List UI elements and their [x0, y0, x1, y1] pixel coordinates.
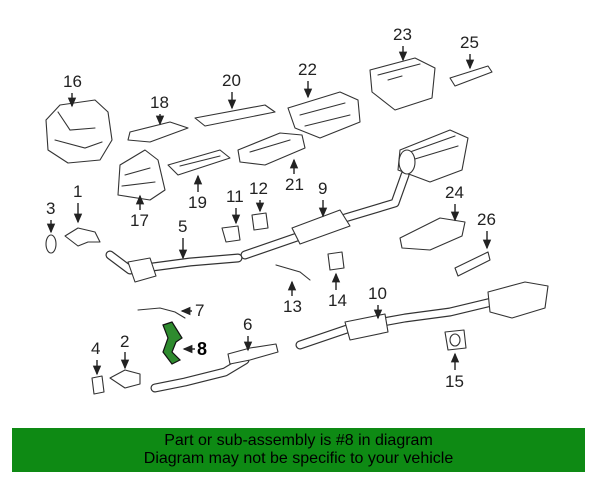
callout-23: 23: [393, 25, 412, 44]
callout-9: 9: [318, 179, 327, 198]
callout-7: 7: [195, 301, 204, 320]
part-16-heat-shield[interactable]: [45, 99, 113, 164]
callout-18: 18: [150, 93, 169, 112]
callout-6: 6: [243, 315, 252, 334]
callout-8-highlighted: 8: [197, 339, 207, 359]
part-15-exhaust-tip[interactable]: [444, 329, 467, 351]
exhaust-parts-diagram: 1 2 3 4 5 6 7 8 9 10 11 12 13 14 15 16 1: [45, 25, 549, 395]
callout-11: 11: [226, 187, 244, 206]
callout-3: 3: [46, 199, 55, 218]
callout-13: 13: [283, 297, 302, 316]
part-1-flex-connector[interactable]: [64, 227, 101, 247]
part-21-heat-shield[interactable]: [237, 132, 306, 166]
part-info-banner: Part or sub-assembly is #8 in diagram Di…: [12, 428, 585, 472]
callout-15: 15: [445, 372, 464, 391]
part-23-heat-shield[interactable]: [369, 57, 436, 111]
part-10-rear-exhaust[interactable]: [295, 281, 549, 350]
part-6-intermediate-pipe[interactable]: [150, 343, 279, 393]
callout-16: 16: [63, 72, 82, 91]
callout-19: 19: [188, 193, 207, 212]
callout-10: 10: [368, 284, 387, 303]
part-26-heat-shield[interactable]: [454, 251, 491, 277]
part-12-hanger[interactable]: [251, 212, 269, 231]
banner-line-2: Diagram may not be specific to your vehi…: [143, 450, 454, 467]
callout-21: 21: [285, 175, 304, 194]
callout-25: 25: [460, 33, 479, 52]
callout-5: 5: [178, 217, 187, 236]
callout-17: 17: [130, 211, 149, 230]
part-9-rear-muffler[interactable]: [240, 129, 469, 260]
part-18-heat-shield[interactable]: [127, 121, 189, 143]
part-11-clamp[interactable]: [221, 225, 241, 243]
part-3-gasket[interactable]: [45, 234, 57, 254]
part-13-bracket[interactable]: [275, 264, 311, 281]
part-8-bracket-highlighted[interactable]: [162, 321, 183, 365]
part-5-front-pipe[interactable]: [105, 250, 243, 283]
part-20-heat-shield[interactable]: [194, 104, 276, 127]
part-24-heat-shield[interactable]: [399, 217, 466, 251]
callout-24: 24: [445, 183, 464, 202]
callout-2: 2: [120, 332, 129, 351]
part-25-heat-shield[interactable]: [449, 65, 493, 87]
part-14-hanger[interactable]: [327, 251, 345, 271]
part-19-heat-shield[interactable]: [167, 149, 231, 176]
part-17-heat-shield[interactable]: [117, 149, 166, 201]
callout-1: 1: [73, 182, 82, 201]
callout-4: 4: [91, 339, 100, 358]
part-7-bracket[interactable]: [137, 307, 186, 319]
callout-22: 22: [298, 60, 317, 79]
callout-20: 20: [222, 71, 241, 90]
callout-labels: 1 2 3 4 5 6 7 8 9 10 11 12 13 14 15 16 1: [46, 25, 496, 391]
part-2-connector[interactable]: [109, 369, 141, 389]
callout-26: 26: [477, 210, 496, 229]
callout-12: 12: [249, 179, 268, 198]
banner-line-1: Part or sub-assembly is #8 in diagram: [164, 432, 433, 449]
part-22-heat-shield[interactable]: [287, 91, 361, 139]
callout-14: 14: [328, 291, 347, 310]
part-4-gasket[interactable]: [91, 375, 105, 395]
